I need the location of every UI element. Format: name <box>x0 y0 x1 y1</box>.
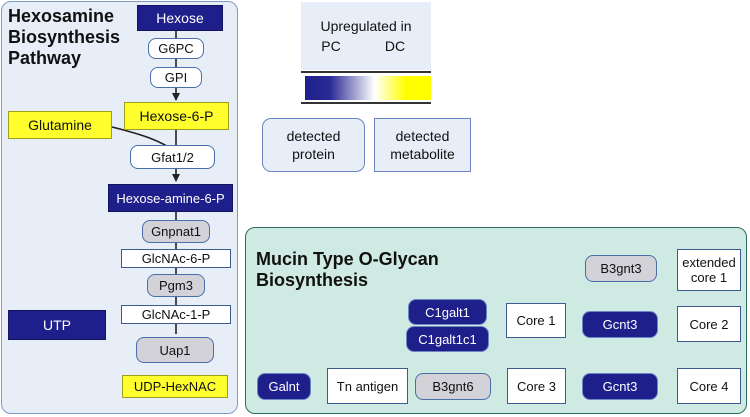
core1-node: Core 1 <box>506 303 566 338</box>
gpi-node: GPI <box>150 67 202 88</box>
hexoseamine6p-node: Hexose-amine-6-P <box>108 184 233 212</box>
b3gnt3-node: B3gnt3 <box>585 255 657 282</box>
hexosamine-panel-title: Hexosamine Biosynthesis Pathway <box>8 6 121 68</box>
legend-gradient-bar <box>305 76 431 100</box>
g6pc-node: G6PC <box>148 38 204 59</box>
core3-node: Core 3 <box>507 368 566 404</box>
tn-antigen-node: Tn antigen <box>327 368 408 404</box>
uap1-node: Uap1 <box>136 337 214 363</box>
pgm3-node: Pgm3 <box>147 274 205 297</box>
legend-detected-protein: detected protein <box>262 118 365 172</box>
glutamine-node: Glutamine <box>8 111 112 139</box>
galnt-node: Galnt <box>257 373 311 400</box>
b3gnt6-node: B3gnt6 <box>415 373 491 400</box>
legend-upregulated-label: Upregulated in <box>320 18 412 34</box>
hexose-node: Hexose <box>137 5 223 31</box>
core2-node: Core 2 <box>677 306 741 342</box>
udphexnac-node: UDP-HexNAC <box>122 375 228 398</box>
legend-header-bg <box>301 2 431 70</box>
extended-core1-node: extended core 1 <box>677 249 741 291</box>
gnpnat1-node: Gnpnat1 <box>142 220 210 243</box>
glcnac1p-node: GlcNAc-1-P <box>121 305 231 324</box>
mucin-panel-title: Mucin Type O-Glycan Biosynthesis <box>256 249 439 290</box>
gcnt3-core2-node: Gcnt3 <box>582 311 658 338</box>
legend-detected-metabolite: detected metabolite <box>374 118 471 172</box>
gfat-node: Gfat1/2 <box>130 145 215 169</box>
hexose6p-node: Hexose-6-P <box>124 102 229 130</box>
c1galt1-node: C1galt1 <box>408 299 487 325</box>
legend-dc-label: DC <box>384 38 406 54</box>
legend-gradient-top-rule <box>301 71 431 73</box>
legend-gradient-bottom-rule <box>301 102 431 104</box>
c1galt1c1-node: C1galt1c1 <box>406 326 489 352</box>
utp-node: UTP <box>8 310 106 340</box>
glcnac6p-node: GlcNAc-6-P <box>121 249 231 268</box>
legend-pc-label: PC <box>321 38 341 54</box>
core4-node: Core 4 <box>677 368 741 404</box>
gcnt3-core4-node: Gcnt3 <box>582 373 658 400</box>
